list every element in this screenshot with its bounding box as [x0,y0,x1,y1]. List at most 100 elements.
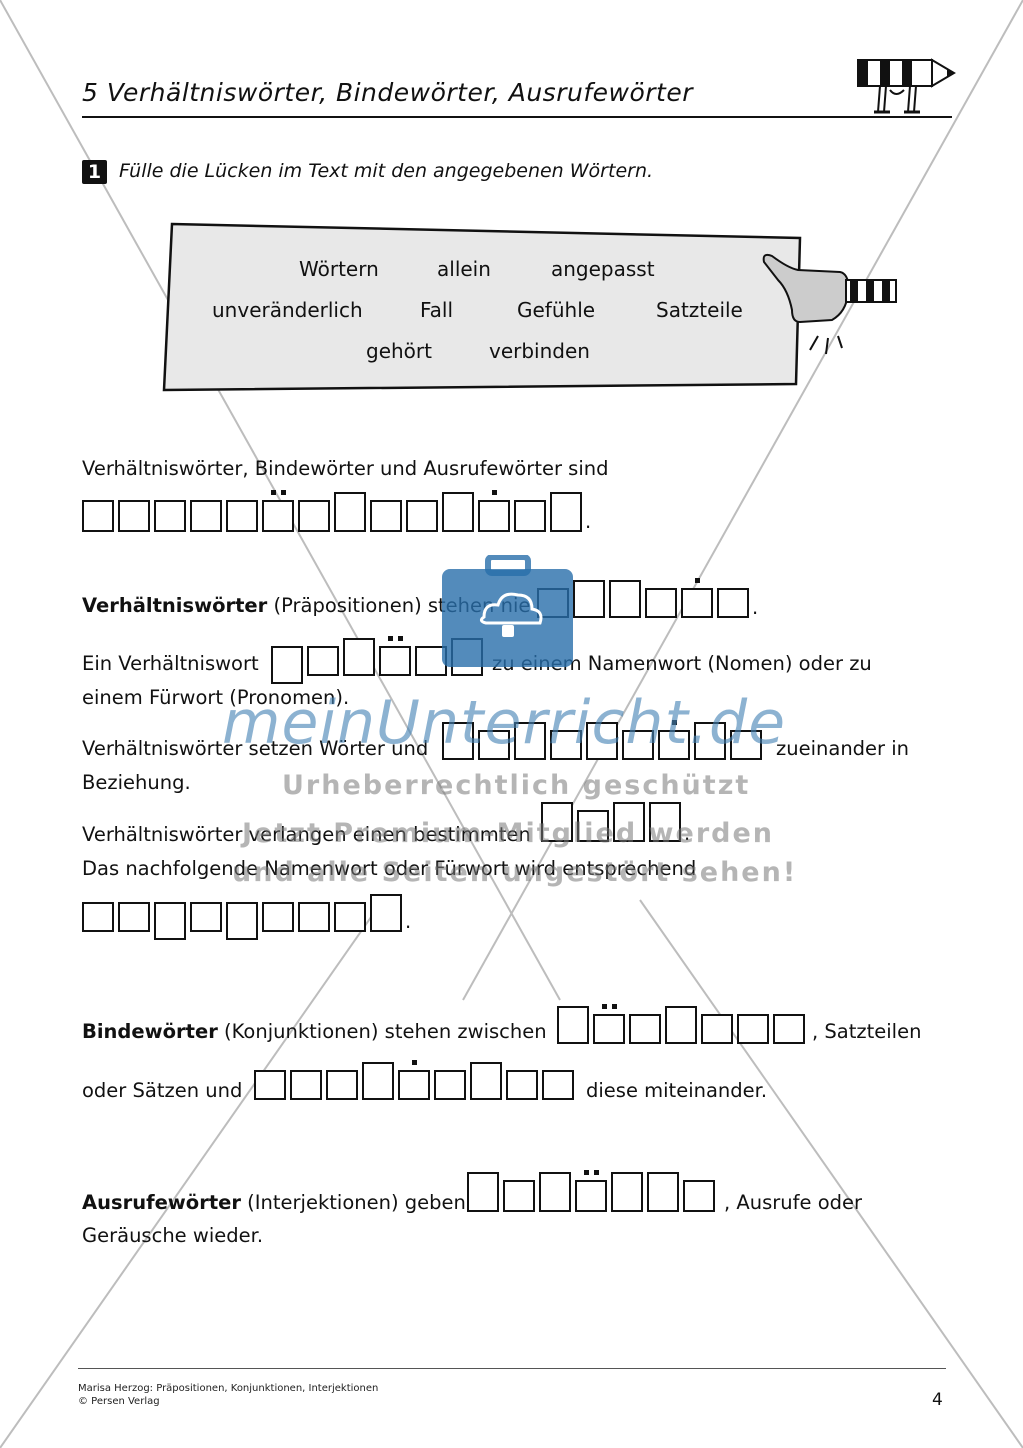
letter-box[interactable] [415,646,447,676]
word-option: gehört [366,339,432,363]
word-option: Wörtern [299,257,379,281]
letter-box[interactable] [398,1070,430,1100]
letter-box[interactable] [82,500,114,532]
letter-box[interactable] [649,802,681,842]
letter-box[interactable] [379,646,411,676]
letter-box[interactable] [442,492,474,532]
letter-box[interactable] [665,1006,697,1044]
letter-box[interactable] [190,902,222,932]
letter-box[interactable] [226,500,258,532]
letter-box[interactable] [298,902,330,932]
i-dot [672,720,677,725]
i-dot [412,1060,417,1065]
letter-box[interactable] [154,500,186,532]
letter-box[interactable] [254,1070,286,1100]
sentence-8: Ausrufewörter (Interjektionen) geben [82,1186,466,1220]
letter-box[interactable] [550,730,582,760]
letter-box[interactable] [434,1070,466,1100]
sentence-text: (Interjektionen) geben [240,1191,466,1214]
letter-box[interactable] [226,902,258,940]
letter-box[interactable] [609,580,641,618]
term-bold: Verhältniswörter [82,594,268,617]
sentence-3b: zu einem Namenwort (Nomen) oder zu [492,652,872,675]
letter-box[interactable] [118,500,150,532]
letter-box[interactable] [334,902,366,932]
letter-box[interactable] [334,492,366,532]
letter-box[interactable] [586,722,618,760]
sentence-6-end: , Satzteilen [812,1020,922,1043]
letter-box[interactable] [271,646,303,684]
letter-box[interactable] [701,1014,733,1044]
letter-box[interactable] [262,500,294,532]
letter-box[interactable] [573,580,605,618]
footer-publisher: © Persen Verlag [78,1396,160,1407]
letter-box[interactable] [539,1172,571,1212]
letter-box[interactable] [773,1014,805,1044]
sentence-4a: Verhältniswörter setzen Wörter und [82,737,429,760]
letter-box[interactable] [611,1172,643,1212]
letter-box[interactable] [737,1014,769,1044]
letter-box[interactable] [550,492,582,532]
letter-box[interactable] [290,1070,322,1100]
letter-box[interactable] [514,722,546,760]
letter-box[interactable] [730,730,762,760]
letter-box[interactable] [503,1180,535,1212]
letter-box[interactable] [541,802,573,842]
letter-box[interactable] [343,638,375,676]
footer-divider [78,1368,946,1369]
sentence-7a: oder Sätzen und [82,1079,243,1102]
letter-box[interactable] [514,500,546,532]
sentence-8c: Geräusche wieder. [82,1224,264,1247]
letter-box[interactable] [645,588,677,618]
umlaut-dot [594,1170,599,1175]
letter-box[interactable] [262,902,294,932]
letter-box[interactable] [307,646,339,676]
letter-box[interactable] [470,1062,502,1100]
letter-box[interactable] [694,722,726,760]
sentence-3c: einem Fürwort (Pronomen). [82,686,350,709]
letter-box[interactable] [326,1070,358,1100]
letter-box[interactable] [542,1070,574,1100]
letter-box[interactable] [370,500,402,532]
sentence-5b: Das nachfolgende Namenwort oder Fürwort … [82,857,697,880]
word-box-frame [162,222,802,392]
letter-box[interactable] [593,1014,625,1044]
word-option: allein [437,257,491,281]
period: . [585,510,592,533]
letter-box[interactable] [467,1172,499,1212]
umlaut-dot [612,1004,617,1009]
letter-box[interactable] [82,902,114,932]
letter-box[interactable] [406,500,438,532]
letter-box[interactable] [658,730,690,760]
letter-box[interactable] [577,810,609,842]
letter-box[interactable] [298,500,330,532]
letter-box[interactable] [717,588,749,618]
term-bold: Bindewörter [82,1020,218,1043]
letter-box[interactable] [683,1180,715,1212]
sentence-4c: Beziehung. [82,771,191,794]
letter-box[interactable] [622,730,654,760]
letter-box[interactable] [190,500,222,532]
watermark-line-2: Jetzt Premium-Mitglied werden [242,818,774,849]
letter-box[interactable] [442,722,474,760]
footer-credit: Marisa Herzog: Präpositionen, Konjunktio… [78,1383,379,1394]
letter-box[interactable] [557,1006,589,1044]
letter-box[interactable] [362,1062,394,1100]
letter-box[interactable] [154,902,186,940]
letter-box[interactable] [478,500,510,532]
umlaut-dot [398,636,403,641]
letter-box[interactable] [613,802,645,842]
letter-box[interactable] [506,1070,538,1100]
letter-box[interactable] [681,588,713,618]
watermark-brand: meinUnterricht.de [222,688,787,758]
letter-box[interactable] [370,894,402,932]
sentence-8-end: , Ausrufe oder [724,1191,863,1214]
letter-box[interactable] [575,1180,607,1212]
page-title: 5 Verhältniswörter, Bindewörter, Ausrufe… [82,78,693,107]
letter-box[interactable] [629,1014,661,1044]
letter-box[interactable] [118,902,150,932]
letter-box[interactable] [647,1172,679,1212]
letter-box[interactable] [478,730,510,760]
watermark-line-1: Urheberrechtlich geschützt [282,770,751,801]
task-number-badge: 1 [82,160,107,184]
